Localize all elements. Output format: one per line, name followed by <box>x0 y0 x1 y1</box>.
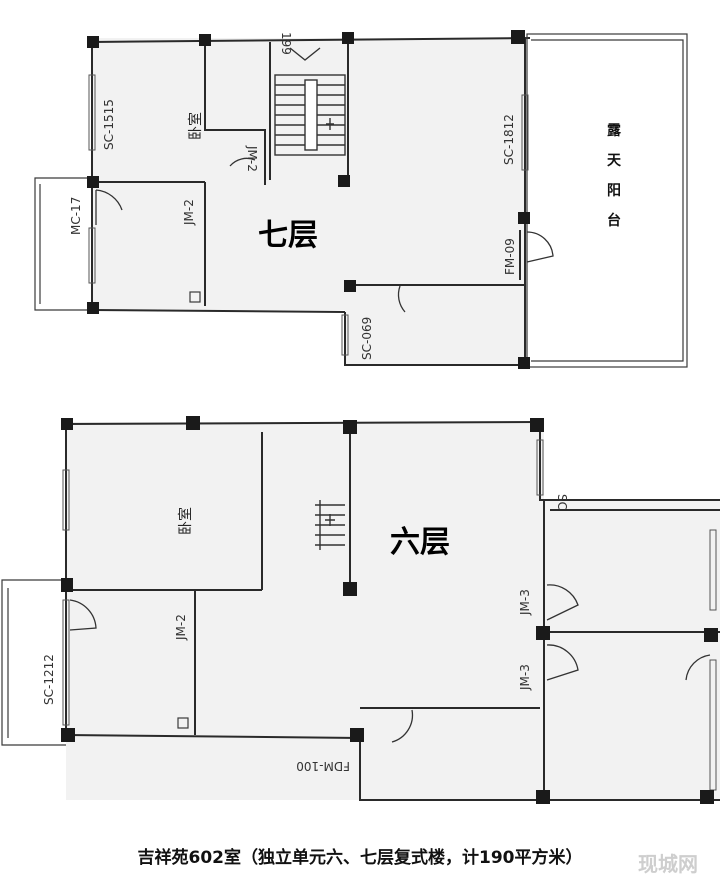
window-label-sc069: SC-069 <box>360 317 374 360</box>
balcony-char-3: 阳 <box>607 183 621 199</box>
window-label-sc1812: SC-1812 <box>502 114 516 165</box>
floor-7-plan <box>34 30 688 369</box>
watermark-logo: 现城网 <box>638 852 698 876</box>
balcony-char-4: 台 <box>607 212 621 229</box>
bedroom-label-7f: 卧室 <box>187 112 204 140</box>
window-label-mc17: MC-17 <box>69 197 83 235</box>
door-label-fm09: FM-09 <box>503 238 517 275</box>
door-label-jm2-6f: JM-2 <box>174 614 188 641</box>
window-label-sc-small: SC <box>555 494 569 510</box>
door-label-jm3-6f-b: JM-3 <box>518 664 532 691</box>
plan-caption: 吉祥苑602室（独立单元六、七层复式楼，计190平方米） <box>137 848 583 868</box>
door-label-fdm100: FDM-100 <box>296 759 350 773</box>
floor-6-title: 六层 <box>390 525 450 560</box>
door-label-jm3-6f-a: JM-3 <box>518 589 532 616</box>
balcony-char-1: 露 <box>607 122 622 139</box>
door-label-jm2-7f-b: JM-2 <box>182 199 196 226</box>
window-label-sc1212: SC-1212 <box>42 654 56 705</box>
balcony-char-2: 天 <box>607 153 622 169</box>
stair-tag-7f: 199 <box>279 32 293 55</box>
floor-6-plan <box>1 416 720 804</box>
window-label-sc1515: SC-1515 <box>102 99 116 150</box>
door-label-jm2-7f-a: JM-2 <box>245 145 259 172</box>
bedroom-label-6f: 卧室 <box>177 507 194 535</box>
floor-7-title: 七层 <box>258 218 318 253</box>
